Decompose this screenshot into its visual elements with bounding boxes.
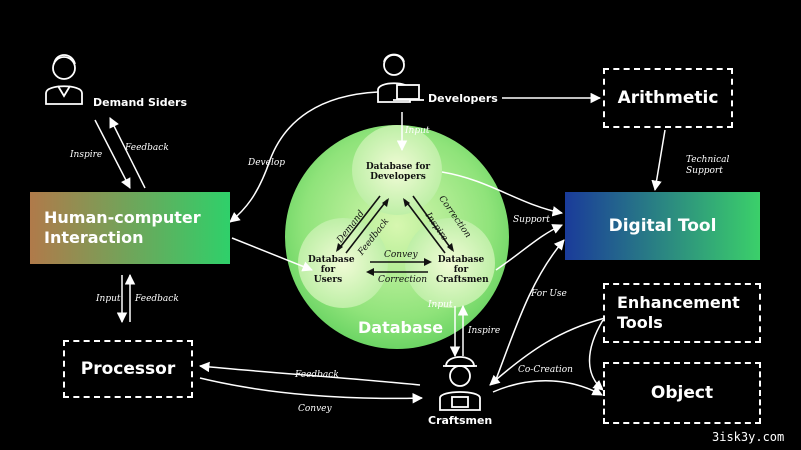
feedback-processor-label: Feedback: [295, 370, 339, 380]
hci-label-line1: Human-computer: [44, 208, 201, 227]
input-left-label: Input: [96, 294, 121, 304]
database-title: Database: [358, 318, 444, 337]
co-creation-label: Co-Creation: [518, 365, 573, 375]
object-box: Object: [603, 362, 761, 424]
processor-label: Processor: [80, 359, 176, 379]
database-craftsmen-label: Database for Craftsmen: [436, 255, 489, 285]
feedback-left-label: Feedback: [125, 143, 169, 153]
for-use-label: For Use: [531, 289, 567, 299]
demand-siders-label: Demand Siders: [93, 96, 188, 109]
convey-processor-label: Convey: [298, 404, 332, 414]
inspire-craft-label: Inspire: [468, 326, 501, 336]
object-label: Object: [650, 383, 714, 403]
developer-laptop-icon: [377, 53, 424, 103]
develop-label: Develop: [248, 158, 286, 168]
database-developers-label: Database for Developers: [365, 162, 431, 182]
enhancement-tools-box: Enhancement Tools: [603, 283, 761, 343]
db-input-label: Input: [405, 126, 430, 136]
enhancement-tools-label-line1: Enhancement: [617, 293, 740, 312]
db-correction-bottom-label: Correction: [378, 275, 427, 285]
support-label: Support: [513, 215, 550, 225]
database-developers-circle: [352, 125, 442, 215]
processor-box: Processor: [63, 340, 193, 398]
craftsmen-label: Craftsmen: [428, 414, 493, 427]
hci-box: Human-computer Interaction: [30, 192, 230, 264]
hci-label-line2: Interaction: [44, 228, 144, 247]
digital-tool-label: Digital Tool: [608, 216, 717, 236]
digital-tool-box: Digital Tool: [565, 192, 760, 260]
watermark: 3isk3y.com: [712, 430, 785, 444]
database-users-circle: [298, 218, 388, 308]
enhancement-tools-label-line2: Tools: [617, 313, 663, 332]
technical-support-label: Technical Support: [686, 155, 730, 176]
input-craft-label: Input: [428, 300, 453, 310]
database-users-label: Database for Users: [308, 255, 355, 285]
arithmetic-label: Arithmetic: [617, 88, 719, 108]
feedback-hci-label: Feedback: [135, 294, 179, 304]
database-craftsmen-circle: [405, 218, 495, 308]
inspire-left-label: Inspire: [70, 150, 103, 160]
db-convey-label: Convey: [384, 250, 418, 260]
developers-label: Developers: [428, 92, 498, 105]
person-icon: [45, 54, 83, 105]
craftsman-worker-icon: [439, 356, 481, 411]
arithmetic-box: Arithmetic: [603, 68, 733, 128]
